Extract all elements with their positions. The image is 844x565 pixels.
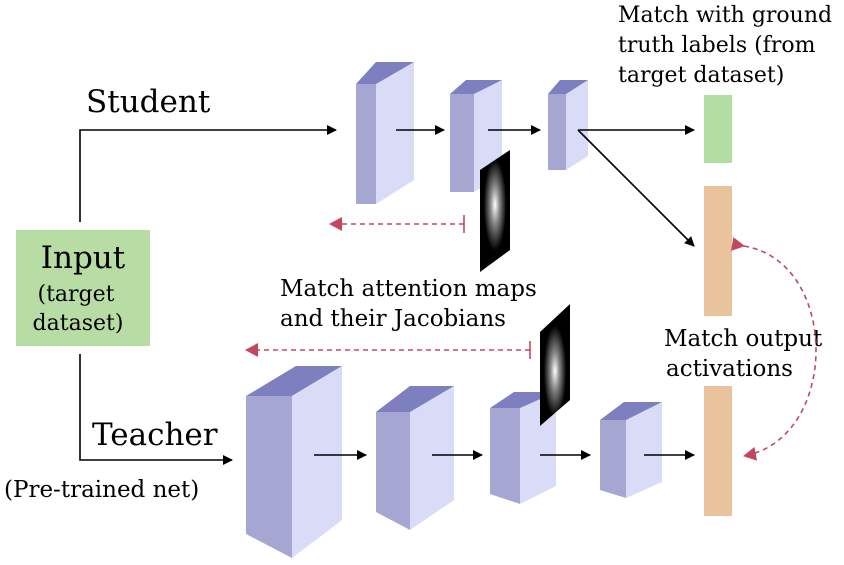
teacher-block-3 [490, 392, 556, 504]
output-note-line-1: Match output [664, 326, 823, 352]
teacher-sublabel: (Pre-trained net) [4, 477, 199, 503]
attention-note-line-2: and their Jacobians [280, 306, 506, 332]
teacher-connector-arrow [79, 354, 233, 465]
ground-truth-bar [704, 95, 732, 163]
student-to-output-arrow [577, 129, 695, 247]
ground-truth-note-line-3: target dataset) [618, 63, 784, 88]
input-box: Input (target dataset) [16, 230, 150, 346]
input-box-fill [16, 230, 150, 346]
teacher-output-bar [704, 386, 732, 516]
student-block-3 [548, 80, 588, 170]
teacher-block-1 [246, 366, 342, 558]
teacher-label: Teacher [92, 417, 218, 453]
ground-truth-note-line-2: truth labels (from [618, 33, 816, 58]
student-connector-arrow [79, 125, 337, 222]
student-label: Student [86, 84, 211, 120]
output-note-line-2: activations [666, 356, 793, 382]
input-subtitle-2: dataset) [33, 311, 124, 336]
output-match-dashed-arrow [731, 237, 817, 461]
student-output-bar [704, 186, 732, 316]
student-block-1-face [356, 62, 414, 204]
ground-truth-note-line-1: Match with ground [618, 3, 832, 28]
teacher-attention-map [540, 304, 570, 426]
input-title: Input [41, 240, 126, 276]
input-subtitle-1: (target [38, 282, 115, 307]
attention-note-line-1: Match attention maps [280, 276, 537, 302]
teacher-block-4 [600, 402, 662, 498]
teacher-block-2 [376, 386, 454, 530]
student-attention-map [480, 150, 510, 272]
